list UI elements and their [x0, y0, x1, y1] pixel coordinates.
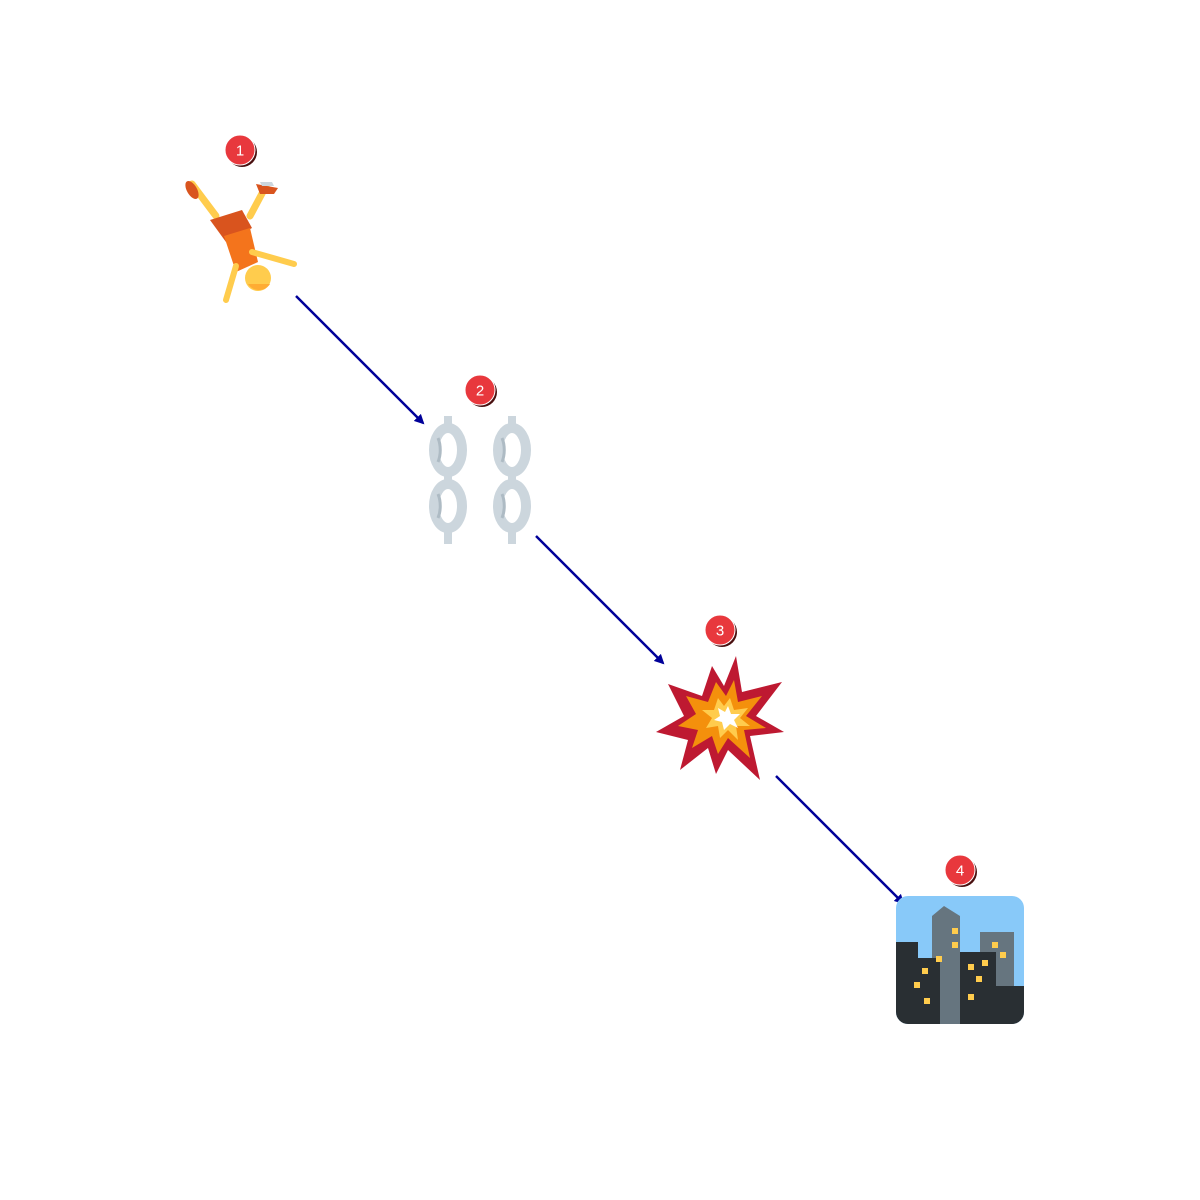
- step-number-3: 3: [716, 623, 724, 640]
- arrow-1-to-2: [295, 295, 425, 425]
- step-2: 2: [429, 374, 531, 544]
- step-1: 1: [185, 134, 297, 303]
- person-cartwheeling-icon: [185, 180, 297, 303]
- collision-icon: [656, 656, 784, 780]
- step-4: 4: [896, 854, 1024, 1024]
- step-badge-4: 4: [944, 854, 977, 887]
- broken-chain-icon: [429, 416, 531, 544]
- step-badge-2: 2: [464, 374, 497, 407]
- step-badge-3: 3: [704, 614, 737, 647]
- step-number-2: 2: [476, 383, 484, 400]
- flow-arrows: [295, 295, 905, 905]
- arrow-2-to-3: [535, 535, 665, 665]
- step-3: 3: [656, 614, 784, 780]
- arrow-3-to-4: [775, 775, 905, 905]
- night-city-icon: [896, 896, 1024, 1024]
- step-number-4: 4: [956, 863, 964, 880]
- step-number-1: 1: [236, 143, 244, 160]
- step-badge-1: 1: [224, 134, 257, 167]
